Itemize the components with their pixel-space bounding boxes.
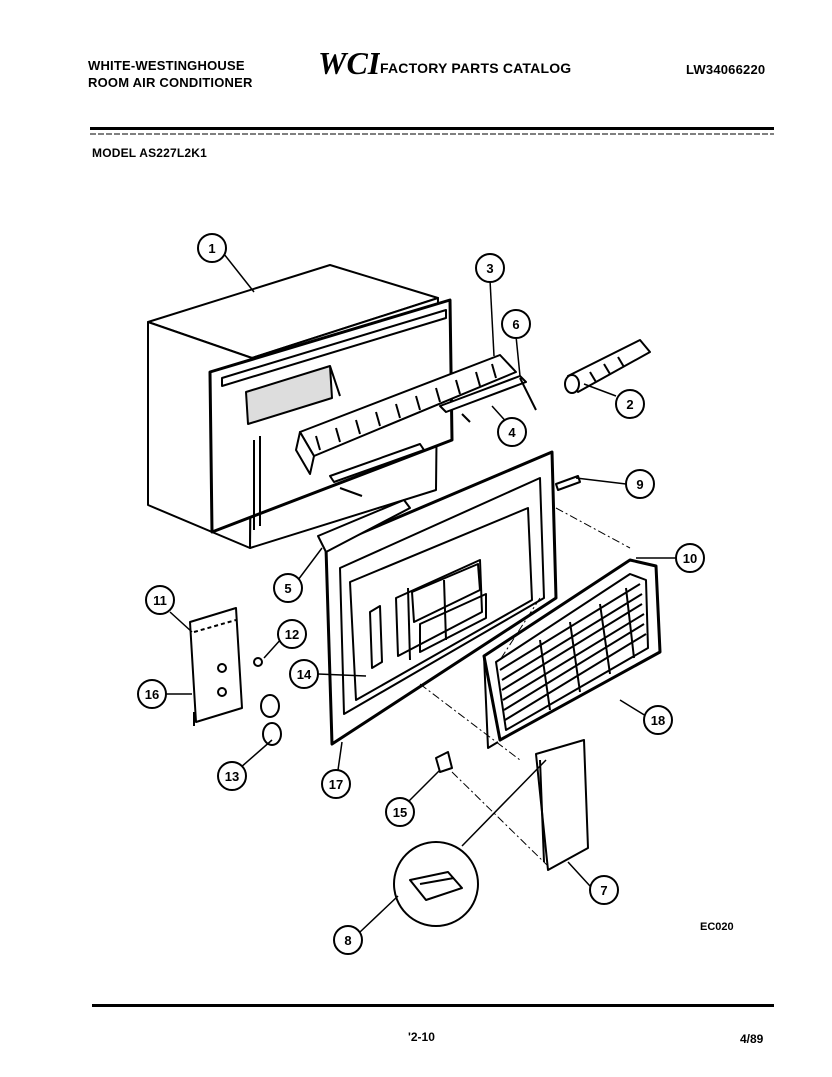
- brand-line-2: ROOM AIR CONDITIONER: [88, 75, 253, 90]
- callout-15: 15: [385, 797, 415, 827]
- callout-13: 13: [217, 761, 247, 791]
- svg-text:16: 16: [145, 687, 159, 702]
- callout-14: 14: [289, 659, 319, 689]
- svg-text:6: 6: [512, 317, 519, 332]
- callout-6: 6: [501, 309, 531, 339]
- callout-8: 8: [333, 925, 363, 955]
- part-screw: [253, 657, 263, 667]
- callout-11: 11: [145, 585, 175, 615]
- leader-lines: [166, 253, 676, 933]
- drawing-code: EC020: [700, 921, 734, 933]
- svg-text:15: 15: [393, 805, 407, 820]
- callout-4: 4: [497, 417, 527, 447]
- svg-text:11: 11: [153, 593, 167, 608]
- callout-9: 9: [625, 469, 655, 499]
- callout-16: 16: [137, 679, 167, 709]
- header-rule: [90, 127, 774, 135]
- catalog-number: LW34066220: [686, 62, 766, 77]
- footer-rule: [92, 1004, 774, 1007]
- svg-text:9: 9: [636, 477, 643, 492]
- model-label: MODEL AS227L2K1: [92, 146, 208, 160]
- callout-10: 10: [675, 543, 705, 573]
- construction-lines: [419, 507, 631, 867]
- callout-5: 5: [273, 573, 303, 603]
- svg-text:4: 4: [508, 425, 516, 440]
- svg-text:1: 1: [208, 241, 215, 256]
- svg-text:12: 12: [285, 627, 299, 642]
- svg-text:10: 10: [683, 551, 697, 566]
- svg-text:14: 14: [297, 667, 312, 682]
- part-cabinet: [147, 264, 454, 549]
- part-lever: [439, 375, 537, 423]
- part-control-panel: [189, 607, 243, 726]
- svg-text:13: 13: [225, 769, 239, 784]
- svg-text:18: 18: [651, 713, 665, 728]
- svg-text:5: 5: [284, 581, 291, 596]
- part-clip: [435, 751, 453, 773]
- logo-text: WCI: [318, 46, 380, 80]
- svg-text:7: 7: [600, 883, 607, 898]
- catalog-title: FACTORY PARTS CATALOG: [380, 60, 572, 76]
- svg-text:8: 8: [344, 933, 351, 948]
- callout-1: 1: [197, 233, 227, 263]
- svg-text:3: 3: [486, 261, 493, 276]
- part-grille: [482, 558, 662, 749]
- page-number: '2-10: [408, 1030, 435, 1044]
- callout-3: 3: [475, 253, 505, 283]
- part-knobs: [260, 694, 282, 746]
- part-front-frame: [317, 450, 558, 746]
- callout-18: 18: [643, 705, 673, 735]
- revision-date: 4/89: [740, 1032, 764, 1046]
- callout-17: 17: [321, 769, 351, 799]
- svg-text:2: 2: [626, 397, 633, 412]
- part-louver-assembly: [295, 354, 517, 497]
- callout-labels: 1 2 3 6 4 9 5 10 11 12 16 14 13 17 15 18…: [137, 233, 705, 955]
- callout-2: 2: [615, 389, 645, 419]
- svg-text:17: 17: [329, 777, 343, 792]
- brand-line-1: WHITE-WESTINGHOUSE: [88, 58, 245, 73]
- part-pin: [555, 475, 581, 491]
- callout-7: 7: [589, 875, 619, 905]
- callout-12: 12: [277, 619, 307, 649]
- part-shaft: [564, 339, 651, 394]
- part-detail-circle: [393, 841, 479, 927]
- wci-logo: WCI: [318, 46, 380, 80]
- part-access-door: [535, 739, 589, 871]
